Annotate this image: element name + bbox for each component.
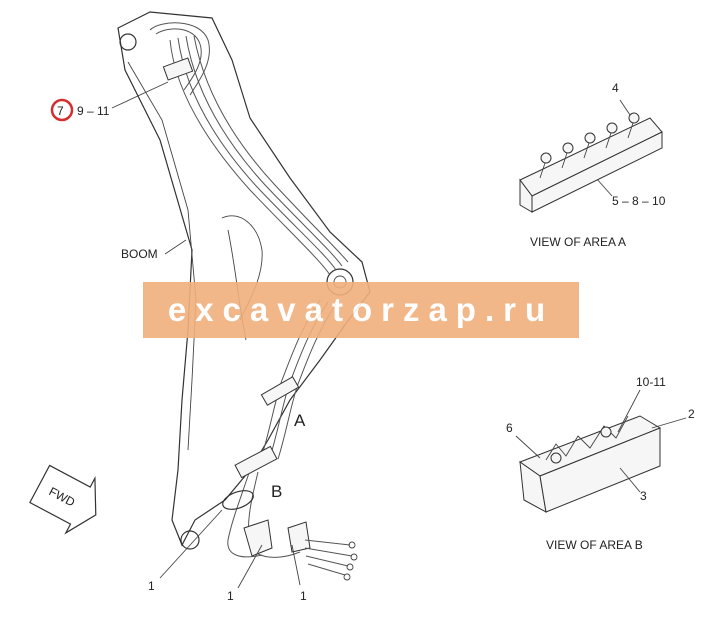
watermark-banner: excavatorzap.ru	[143, 282, 579, 338]
callout-1-left: 1	[148, 579, 155, 593]
boom-label: BOOM	[121, 247, 158, 261]
callout-3: 3	[640, 489, 647, 503]
view-area-b: 10-11 2 6 3 VIEW OF AREA B	[506, 375, 695, 552]
callout-7: 7	[57, 104, 64, 118]
callout-4: 4	[612, 81, 619, 95]
callout-6: 6	[506, 421, 513, 435]
callout-1-right: 1	[300, 589, 307, 603]
callout-5-8-10: 5 – 8 – 10	[612, 194, 666, 208]
highlight-circle	[50, 98, 74, 122]
callout-9-11: 9 – 11	[77, 104, 110, 118]
fwd-arrow-icon: FWD	[29, 464, 97, 535]
view-area-a: 4 5 – 8 – 10 VIEW OF AREA A	[519, 81, 666, 249]
view-b-caption: VIEW OF AREA B	[546, 538, 643, 552]
callout-2: 2	[688, 407, 695, 421]
fwd-label: FWD	[47, 484, 78, 509]
callout-1-middle: 1	[227, 589, 234, 603]
area-b-marker: B	[271, 482, 282, 501]
view-a-caption: VIEW OF AREA A	[530, 235, 626, 249]
callout-10-11: 10-11	[636, 375, 666, 389]
leader-lines	[111, 81, 633, 589]
area-a-marker: A	[294, 411, 306, 430]
